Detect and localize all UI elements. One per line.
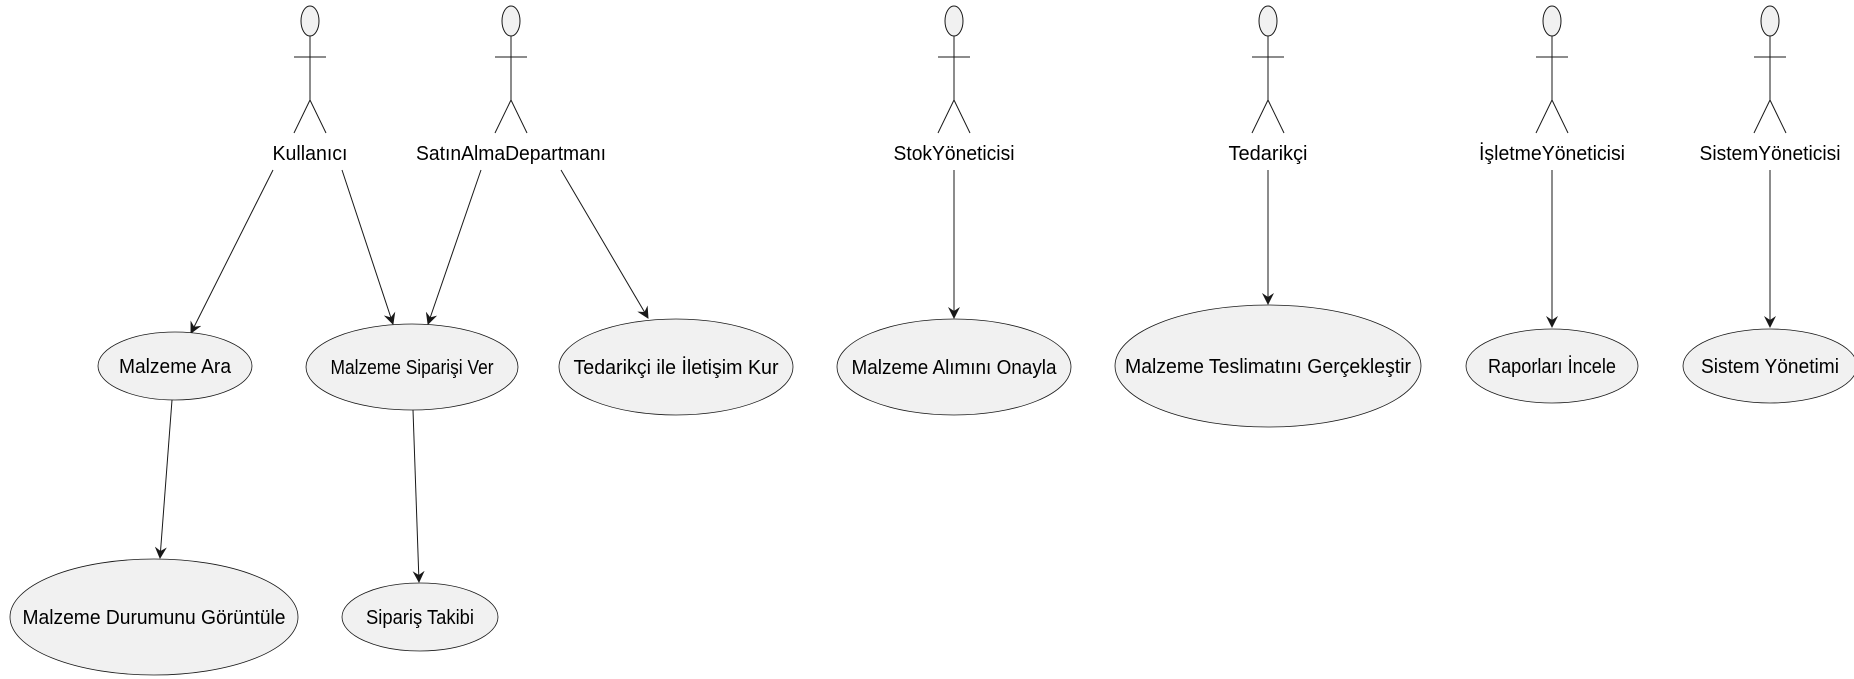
use-case-label: Sipariş Takibi xyxy=(366,607,474,629)
actor-label-kullanici: Kullanıcı xyxy=(273,143,348,165)
actor-label-isletme: İşletmeYöneticisi xyxy=(1479,142,1625,165)
use-case-sistem-yonetimi: Sistem Yönetimi xyxy=(1682,328,1854,404)
actor-label-stok: StokYöneticisi xyxy=(894,143,1015,165)
actor-kullanici: Kullanıcı xyxy=(273,5,348,165)
use-case-tedarikci-iletisim: Tedarikçi ile İletişim Kur xyxy=(558,318,794,416)
actor-sistem-yoneticisi: SistemYöneticisi xyxy=(1700,5,1841,165)
actor-satinalma-departmani: SatınAlmaDepartmanı xyxy=(416,5,606,165)
use-case-durum-goruntule: Malzeme Durumunu Görüntüle xyxy=(9,558,299,676)
use-case-label: Malzeme Siparişi Ver xyxy=(331,357,494,379)
actor-icon xyxy=(937,5,971,134)
use-case-label: Malzeme Teslimatını Gerçekleştir xyxy=(1125,356,1411,378)
actor-label-sistem: SistemYöneticisi xyxy=(1700,143,1841,165)
edge-group xyxy=(154,169,1776,583)
edge-siparis-ver-takibi xyxy=(412,409,425,583)
actor-label-tedarikci: Tedarikçi xyxy=(1229,143,1308,165)
actor-stok-yoneticisi: StokYöneticisi xyxy=(894,5,1015,165)
edge-kullanici-siparis-ver xyxy=(341,169,396,325)
use-case-label: Malzeme Alımını Onayla xyxy=(852,357,1058,379)
edge-satinalma-siparis-ver xyxy=(425,169,482,325)
use-case-label: Malzeme Durumunu Görüntüle xyxy=(23,607,286,629)
use-case-label: Malzeme Ara xyxy=(119,356,232,378)
edge-malzeme-ara-durum xyxy=(154,399,173,559)
use-case-siparis-ver: Malzeme Siparişi Ver xyxy=(305,323,519,411)
actor-label-satinalma: SatınAlmaDepartmanı xyxy=(416,143,606,165)
actor-icon xyxy=(1535,5,1569,134)
actor-isletme-yoneticisi: İşletmeYöneticisi xyxy=(1479,5,1625,165)
actor-icon xyxy=(1251,5,1285,134)
use-case-teslimat: Malzeme Teslimatını Gerçekleştir xyxy=(1114,304,1422,428)
actor-tedarikci: Tedarikçi xyxy=(1229,5,1308,165)
edge-satinalma-tedarikci-iletisim xyxy=(560,169,649,319)
use-case-raporlar: Raporları İncele xyxy=(1465,328,1639,404)
use-case-label: Tedarikçi ile İletişim Kur xyxy=(574,356,779,379)
actor-icon xyxy=(293,5,327,134)
use-case-siparis-takibi: Sipariş Takibi xyxy=(341,582,499,652)
use-case-alim-onayla: Malzeme Alımını Onayla xyxy=(836,318,1072,416)
use-case-label: Sistem Yönetimi xyxy=(1701,356,1839,378)
use-case-malzeme-ara: Malzeme Ara xyxy=(97,331,253,401)
actor-icon xyxy=(494,5,528,134)
actor-icon xyxy=(1753,5,1787,134)
edge-kullanici-malzeme-ara xyxy=(190,169,274,334)
use-case-label: Raporları İncele xyxy=(1488,355,1616,378)
